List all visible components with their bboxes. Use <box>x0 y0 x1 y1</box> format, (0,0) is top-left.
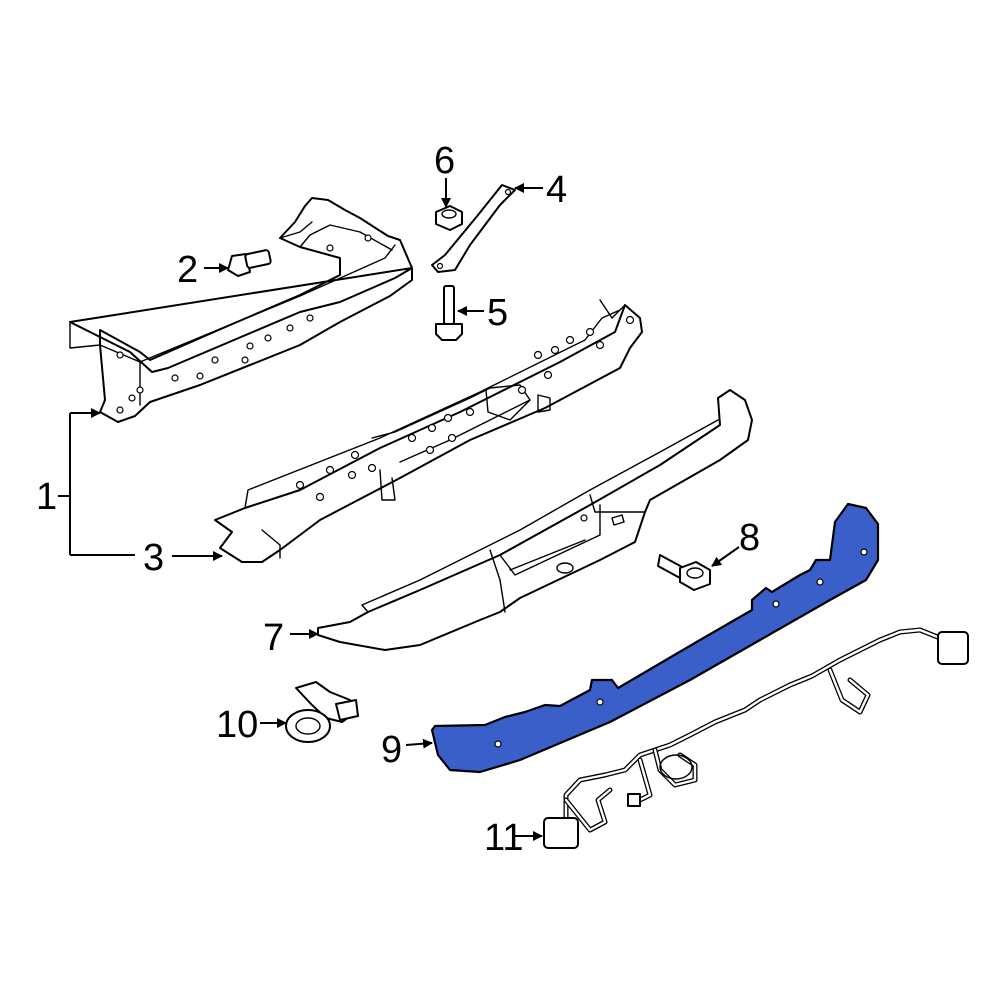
nut-part-6 <box>435 205 463 231</box>
wiring-harness-part-11 <box>543 627 969 849</box>
valance-part-9-highlighted <box>430 502 880 774</box>
callout-8: 8 <box>739 517 760 559</box>
callout-11: 11 <box>484 817 523 859</box>
callout-5: 5 <box>487 292 508 334</box>
callout-9: 9 <box>381 729 402 771</box>
callout-4: 4 <box>546 169 567 211</box>
bolt-part-8 <box>657 554 711 591</box>
callout-2: 2 <box>177 249 198 291</box>
mounting-bracket-part-1 <box>69 197 413 423</box>
bolt-part-5 <box>435 285 463 341</box>
brace-part-4 <box>431 184 516 273</box>
callouts: 1 2 3 4 5 6 7 8 9 10 11 <box>36 140 760 859</box>
bumper-reinforcement-part-3 <box>214 299 643 563</box>
callout-7: 7 <box>263 617 284 659</box>
bolt-part-2 <box>227 249 272 277</box>
bumper-face-bar-part-7 <box>317 389 753 651</box>
leader-lines <box>58 178 740 841</box>
callout-10: 10 <box>216 704 258 746</box>
callout-3: 3 <box>143 537 164 579</box>
parking-sensor-part-10 <box>285 681 359 743</box>
callout-6: 6 <box>434 140 455 182</box>
callout-1: 1 <box>36 476 57 518</box>
